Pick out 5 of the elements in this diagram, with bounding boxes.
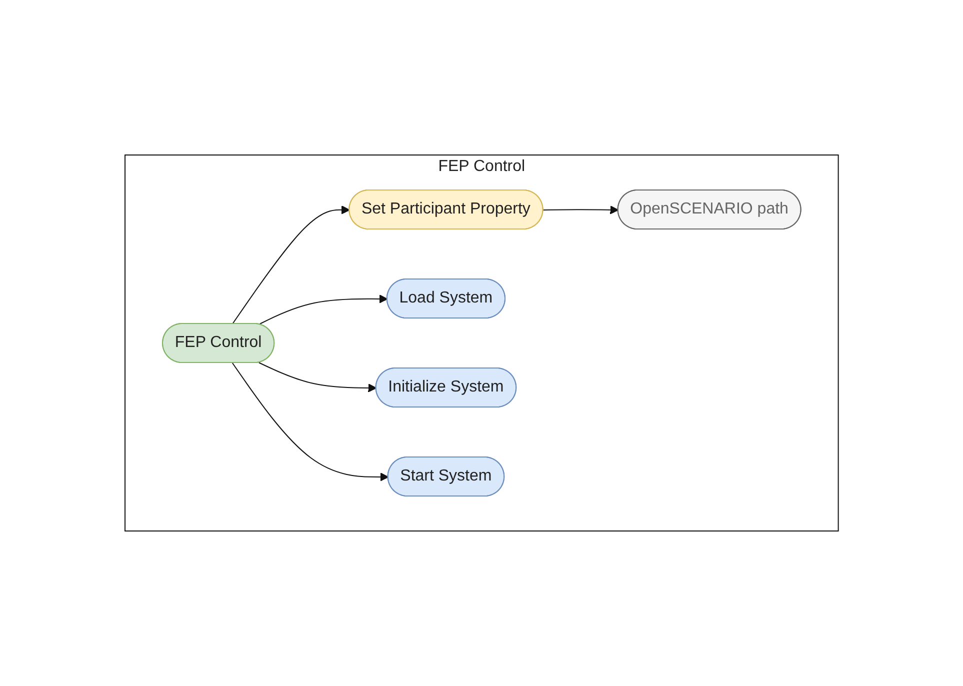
arrow <box>542 206 619 214</box>
arrow <box>258 294 388 325</box>
arrow <box>232 362 389 482</box>
arrow <box>258 362 377 392</box>
arrow <box>232 206 350 324</box>
